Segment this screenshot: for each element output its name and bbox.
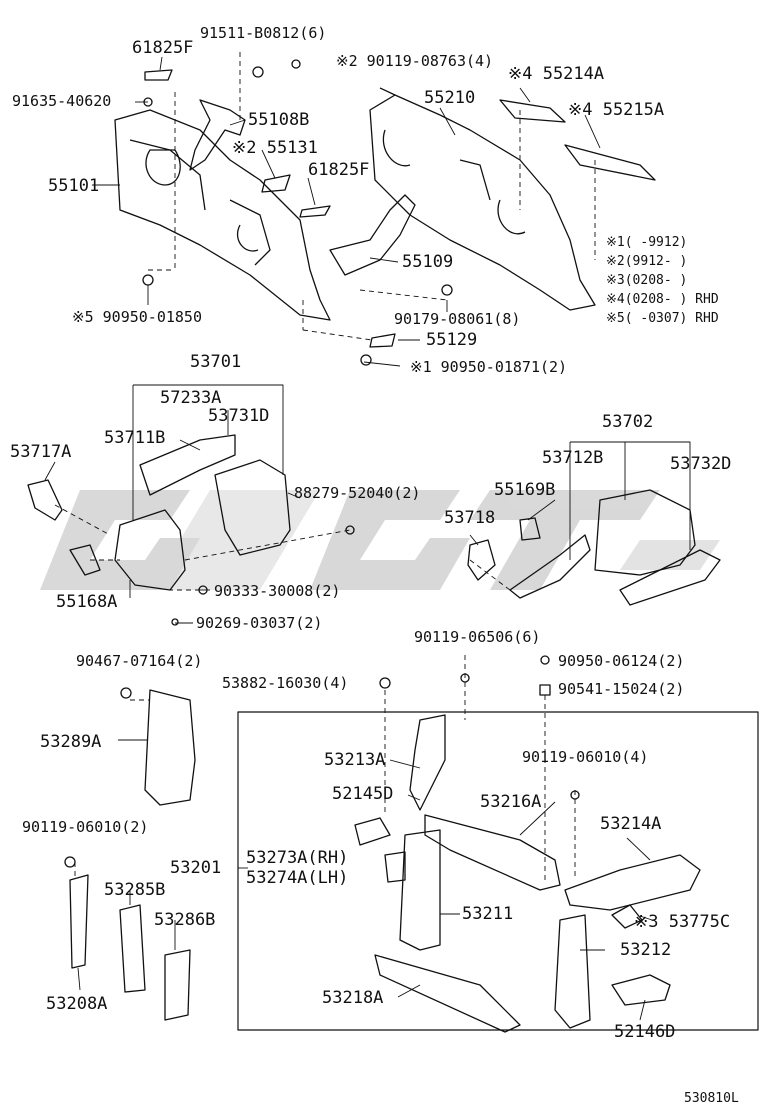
radiator-support-frame — [237, 711, 759, 1031]
part-label-53718: 53718 — [444, 508, 496, 528]
bracket-55109 — [329, 194, 416, 276]
part-label-53289A: 53289A — [40, 732, 102, 752]
legend-row-5: ※5( -0307) RHD — [606, 312, 719, 325]
shim-61825F — [299, 205, 331, 218]
part-label-55109: 55109 — [402, 252, 454, 272]
part-label-53214A: 53214A — [600, 814, 662, 834]
watermark-logo — [40, 490, 720, 590]
part-label-91635: 91635-40620 — [12, 92, 112, 110]
part-label-53208A: 53208A — [46, 994, 108, 1014]
legend-row-2: ※2(9912- ) — [606, 255, 719, 268]
legend-mark: ※2 — [606, 254, 625, 269]
legend-row-4: ※4(0208- ) RHD — [606, 293, 719, 306]
legend-row-3: ※3(0208- ) — [606, 274, 719, 287]
part-label-53273A: 53273A(RH) — [246, 848, 349, 868]
legend-mark: ※3 — [606, 273, 625, 288]
dash-panel-55101 — [114, 99, 331, 321]
dash-panel-55210 — [369, 87, 656, 311]
part-label-53286B: 53286B — [154, 910, 216, 930]
part-label-53701: 53701 — [190, 352, 242, 372]
part-label-88279: 88279-52040(2) — [294, 484, 421, 502]
part-label-90950-06124: 90950-06124(2) — [558, 652, 685, 670]
shim-55129 — [369, 333, 396, 348]
apron-53701 — [27, 434, 291, 591]
part-label-53712B: 53712B — [542, 448, 604, 468]
part-label-53218A: 53218A — [322, 988, 384, 1008]
part-label-53216A: 53216A — [480, 792, 542, 812]
part-label-53775C: ※3 53775C — [634, 912, 731, 932]
part-label-90119-06506: 90119-06506(6) — [414, 628, 541, 646]
part-label-53274A: 53274A(LH) — [246, 868, 349, 888]
part-label-53711B: 53711B — [104, 428, 166, 448]
bracket-53208A — [69, 874, 89, 969]
radiator-support-parts — [354, 714, 701, 1033]
leader-lines — [44, 56, 691, 1021]
legend-row-1: ※1( -9912) — [606, 236, 719, 249]
legend-text: (0208- ) RHD — [624, 292, 719, 307]
bracket-53289A — [144, 689, 196, 806]
part-label-90333: 90333-30008(2) — [214, 582, 341, 600]
legend-text: ( -0307) RHD — [624, 311, 719, 326]
part-label-90950-01871: ※1 90950-01871(2) — [410, 358, 568, 376]
part-label-53702: 53702 — [602, 412, 654, 432]
part-label-53882: 53882-16030(4) — [222, 674, 349, 692]
part-label-55131: ※2 55131 — [232, 138, 318, 158]
part-label-53213A: 53213A — [324, 750, 386, 770]
part-label-53285B: 53285B — [104, 880, 166, 900]
part-label-53732D: 53732D — [670, 454, 732, 474]
part-label-55210: 55210 — [424, 88, 476, 108]
shim-55131 — [261, 174, 291, 193]
seal-53285B — [119, 904, 146, 993]
part-label-90950-01850: ※5 90950-01850 — [72, 308, 202, 326]
part-label-57233A: 57233A — [160, 388, 222, 408]
part-label-90179: 90179-08061(8) — [394, 310, 521, 328]
apron-53702 — [467, 489, 721, 606]
part-label-90119-08763: ※2 90119-08763(4) — [336, 52, 494, 70]
part-label-90541: 90541-15024(2) — [558, 680, 685, 698]
legend-text: (0208- ) — [624, 273, 688, 288]
part-label-55214A: ※4 55214A — [508, 64, 605, 84]
legend-text: ( -9912) — [624, 235, 688, 250]
part-label-90119-06010-4: 90119-06010(4) — [522, 748, 649, 766]
legend-mark: ※1 — [606, 235, 625, 250]
part-label-61825F-top: 61825F — [132, 38, 194, 58]
legend-text: (9912- ) — [624, 254, 688, 269]
part-label-90119-06010-2: 90119-06010(2) — [22, 818, 149, 836]
part-label-52146D: 52146D — [614, 1022, 676, 1042]
shim-61825F-top — [144, 69, 173, 81]
part-label-55215A: ※4 55215A — [568, 100, 665, 120]
part-label-53212: 53212 — [620, 940, 672, 960]
part-label-91511: 91511-B0812(6) — [200, 24, 327, 42]
applicability-legend: ※1( -9912) ※2(9912- ) ※3(0208- ) ※4(0208… — [606, 236, 719, 325]
part-label-55101: 55101 — [48, 176, 100, 196]
fasteners — [64, 59, 580, 868]
part-label-55129: 55129 — [426, 330, 478, 350]
legend-mark: ※5 — [606, 311, 625, 326]
part-label-53201: 53201 — [170, 858, 222, 878]
part-label-90269: 90269-03037(2) — [196, 614, 323, 632]
legend-mark: ※4 — [606, 292, 625, 307]
part-label-61825F: 61825F — [308, 160, 370, 180]
part-label-53731D: 53731D — [208, 406, 270, 426]
part-label-53717A: 53717A — [10, 442, 72, 462]
dashed-lines — [54, 52, 596, 880]
part-label-53211: 53211 — [462, 904, 514, 924]
part-label-55169B: 55169B — [494, 480, 556, 500]
part-label-52145D: 52145D — [332, 784, 394, 804]
part-label-55168A: 55168A — [56, 592, 118, 612]
seal-53286B — [164, 949, 191, 1021]
part-label-90467: 90467-07164(2) — [76, 652, 203, 670]
part-label-55108B: 55108B — [248, 110, 310, 130]
diagram-id: 530810L — [684, 1091, 739, 1106]
